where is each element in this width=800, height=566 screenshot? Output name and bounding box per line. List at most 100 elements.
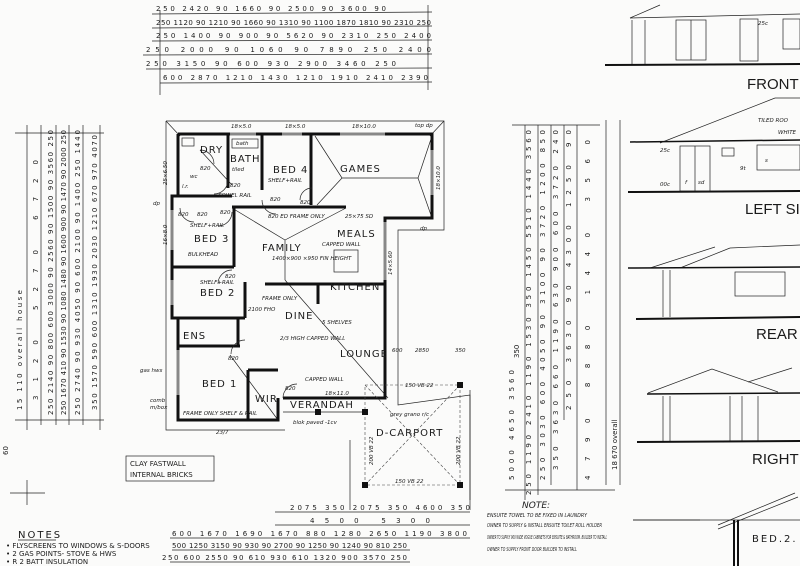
room-bed4: BED 4. (273, 165, 313, 176)
beam-label: 200 VB 22 (369, 436, 375, 465)
left-dimensions: 15 110 overall house 3120 5270 6720 250 … (2, 125, 104, 455)
top-dimensions: 250 2420 90 1660 90 2500 90 3600 90 250 … (142, 5, 433, 95)
frame-shelf-note: FRAME ONLY SHELF & RAIL (183, 411, 257, 417)
top-dim-row: 600 2870 1210 1430 1210 1910 2410 2390 (163, 74, 428, 82)
carport-post (457, 482, 463, 488)
left-dim-col: 250 2740 90 930 4050 90 600 2100 90 1400… (74, 130, 82, 415)
roof-outline (165, 120, 471, 500)
bottom-dim-row: 600 1670 1690 1670 880 1280 2650 1190 38… (172, 530, 467, 538)
carport-structure (283, 382, 471, 510)
bath-tub (231, 138, 259, 149)
door-size: 820 (220, 210, 231, 216)
door-size: 820 (300, 200, 311, 206)
rear-title: REAR (756, 326, 798, 343)
room-lounge: LOUNGE (340, 349, 388, 360)
note-right-item: ENSUITE TOWEL TO BE FIXED IN LAUNDRY (487, 513, 588, 519)
room-games: GAMES (340, 164, 381, 175)
beam-label: 150 VB 22 (395, 479, 424, 485)
left-dim-col: 250 1670 410 90 1530 90 1080 1480 90 160… (60, 130, 68, 415)
window-size-label: 14×5.60 (388, 251, 394, 275)
windows (170, 132, 434, 395)
top-dim-row: 250 2420 90 1660 90 2500 90 3600 90 (156, 5, 386, 13)
room-verandah: VERANDAH (290, 400, 354, 411)
notes-item: • 2 GAS POINTS- STOVE & HWS (6, 550, 117, 558)
notes-title: NOTES (18, 530, 62, 541)
paving-note: blok paved -1cv (293, 420, 338, 426)
note-right-title: NOTE: (522, 501, 550, 511)
towel-rail-note: TOWEL RAIL (218, 193, 252, 199)
island-note: 1400×900 ×950 FIN HEIGHT (272, 256, 352, 262)
elev-label: sd (698, 180, 705, 186)
carport-dim: 600 (392, 348, 403, 354)
elev-label: 9t (740, 166, 746, 172)
right-dim-col: 250 3030 600 4050 90 3100 90 3720 1200 8… (539, 130, 547, 480)
overall-house-dim: 15 110 overall house (16, 290, 24, 410)
wall-type-note: CLAY FASTWALL INTERNAL BRICKS (125, 455, 215, 482)
carport-post (362, 482, 368, 488)
room-meals: MEALS (337, 229, 376, 240)
right-dim-350: 350 (513, 345, 521, 358)
room-family: FAMILY (262, 243, 302, 254)
left-dim-col: 250 2140 90 800 600 3000 90 2560 90 1500… (47, 130, 55, 415)
ed-frame-note: 820 ED FRAME ONLY (268, 214, 325, 220)
room-wir: WIR (255, 394, 278, 405)
top-dim-row: 250 1120 90 1210 90 1660 90 1310 90 1100… (156, 19, 431, 27)
comb-label: comb (150, 398, 166, 404)
top-dim-row: 250 3150 90 600 930 2900 3460 250 (146, 60, 396, 68)
top-dp-label: top dp (415, 123, 433, 129)
note-right-item: OWNER TO SUPPLY & INSTALL ENSUITE TOILET… (487, 523, 602, 529)
wall-note-line: CLAY FASTWALL (130, 460, 186, 468)
door-size: 820 (270, 197, 281, 203)
dim-23-7: 23/7 (216, 430, 229, 436)
bottom-dim-row: 2075 350 2075 350 4600 350 (290, 504, 470, 512)
room-dine: DINE (285, 311, 313, 322)
bulkhead-note: BULKHEAD (188, 252, 218, 258)
door-swings (179, 149, 313, 399)
note-right-item: OWNER TO SUPPLY FRONT DOOR BUILDER TO IN… (487, 547, 577, 553)
door-size: 820 (230, 183, 241, 189)
note-right-item: OWNER TO SUPPLY 900 WIDE VOGUE CABINETS … (487, 535, 607, 541)
tiled-roof-label: TILED ROO (758, 118, 789, 124)
notes-item: • FLYSCREENS TO WINDOWS & S-DOORS (6, 542, 150, 550)
bottom-dimensions: 2075 350 2075 350 4600 350 4500 5300 600… (162, 504, 470, 563)
capped-wall-note: CAPPED WALL (305, 377, 344, 383)
elev-label: 25c (660, 148, 670, 154)
top-dim-row: 250 1400 90 900 90 5620 90 2310 250 2400 (156, 32, 431, 40)
verandah-size: 18×11.0 (325, 391, 349, 397)
elev-label: 00c (660, 182, 670, 188)
right-side-title: RIGHT S (752, 451, 800, 468)
right-dim-col: 4790 8880 1440 3560 (584, 140, 592, 480)
bottom-dim-row: 4500 5300 (310, 517, 430, 525)
room-kitchen: KITCHEN (330, 282, 380, 293)
beam-label: 150 VB 22 (405, 383, 434, 389)
room-carport: D-CARPORT (376, 428, 443, 439)
bath-fixture-label: bath (236, 141, 249, 147)
wc-label: wc (190, 174, 198, 180)
window-size-label: 18×5.0 (231, 124, 252, 130)
frame-only-note: FRAME ONLY (262, 296, 298, 302)
rear-elevation: REAR (627, 244, 800, 343)
linen-label: l.r. (182, 184, 189, 190)
door-size: 820 (178, 212, 189, 218)
bottom-dim-row: 500 1250 3150 90 930 90 2700 90 1250 90 … (172, 542, 407, 550)
window-size-label: 18×10.0 (352, 124, 376, 130)
shelf-rail-note: SHELF+RAIL (268, 178, 302, 184)
bath-note: tiled (232, 167, 245, 173)
high-wall-note: 2/3 HIGH CAPPED WALL (280, 336, 345, 342)
room-dry: DRY (200, 145, 223, 156)
capped-wall-note: CAPPED WALL (322, 242, 361, 248)
grano-note: grey grano r/c (390, 412, 429, 418)
window-size-label: 25×6.50 (163, 161, 169, 185)
verandah-post (315, 409, 321, 415)
wall-note-line: INTERNAL BRICKS (130, 471, 193, 479)
room-bath: BATH (230, 154, 261, 165)
shelves-note: 5 SHELVES (322, 320, 352, 326)
mbox-label: m/box (150, 405, 168, 411)
white-label: WHITE (778, 130, 797, 136)
door-size: 820 (197, 212, 208, 218)
room-bed1: BED 1 (202, 379, 237, 390)
notes: NOTES • FLYSCREENS TO WINDOWS & S-DOORS … (6, 480, 150, 566)
section-title: BED.2. (752, 534, 798, 545)
